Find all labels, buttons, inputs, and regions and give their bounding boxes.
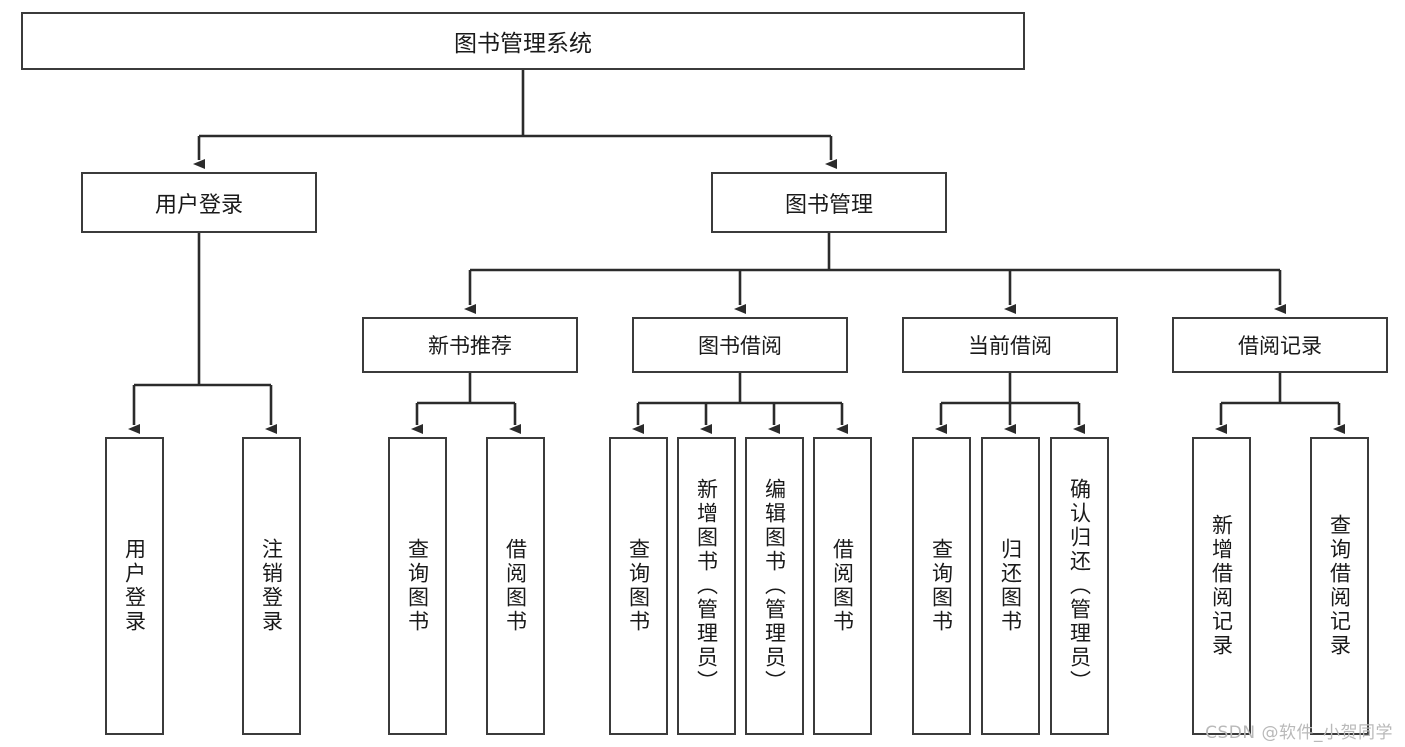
- node-label: 借阅记录: [1238, 334, 1322, 358]
- leaf-current-confirm-return-admin[interactable]: 确认归还（管理员）: [1050, 437, 1109, 735]
- leaf-label: 新增图书（管理员）: [694, 478, 719, 694]
- node-label: 图书管理: [784, 192, 873, 218]
- leaf-record-query-borrow-record[interactable]: 查询借阅记录: [1310, 437, 1369, 735]
- leaf-borrow-add-book-admin[interactable]: 新增图书（管理员）: [677, 437, 736, 735]
- leaf-user-login-signin[interactable]: 用户登录: [105, 437, 164, 735]
- node-label: 当前借阅: [968, 334, 1052, 358]
- node-new-book-recommend[interactable]: 新书推荐: [362, 317, 578, 373]
- leaf-label: 查询借阅记录: [1327, 514, 1352, 658]
- node-label: 新书推荐: [428, 334, 512, 358]
- node-book-management[interactable]: 图书管理: [711, 172, 947, 233]
- node-label: 图书借阅: [698, 334, 782, 358]
- leaf-label: 查询图书: [405, 538, 430, 634]
- leaf-label: 归还图书: [998, 538, 1023, 634]
- watermark-text: CSDN @软件_小贺同学: [1205, 723, 1393, 743]
- node-label: 图书管理系统: [454, 31, 592, 57]
- leaf-label: 新增借阅记录: [1209, 514, 1234, 658]
- node-borrow-record[interactable]: 借阅记录: [1172, 317, 1388, 373]
- leaf-borrow-borrow-book[interactable]: 借阅图书: [813, 437, 872, 735]
- node-user-login[interactable]: 用户登录: [81, 172, 317, 233]
- leaf-borrow-query-book[interactable]: 查询图书: [609, 437, 668, 735]
- node-label: 用户登录: [154, 192, 243, 218]
- node-root-book-management-system[interactable]: 图书管理系统: [21, 12, 1025, 70]
- leaf-label: 查询图书: [626, 538, 651, 634]
- node-current-borrow[interactable]: 当前借阅: [902, 317, 1118, 373]
- leaf-new-book-borrow[interactable]: 借阅图书: [486, 437, 545, 735]
- leaf-current-query-book[interactable]: 查询图书: [912, 437, 971, 735]
- leaf-label: 用户登录: [122, 538, 147, 634]
- leaf-label: 借阅图书: [830, 538, 855, 634]
- leaf-label: 查询图书: [929, 538, 954, 634]
- leaf-label: 注销登录: [259, 538, 284, 634]
- leaf-record-add-borrow-record[interactable]: 新增借阅记录: [1192, 437, 1251, 735]
- leaf-current-return-book[interactable]: 归还图书: [981, 437, 1040, 735]
- leaf-user-login-signout[interactable]: 注销登录: [242, 437, 301, 735]
- leaf-label: 借阅图书: [503, 538, 528, 634]
- leaf-label: 编辑图书（管理员）: [762, 478, 787, 694]
- leaf-label: 确认归还（管理员）: [1067, 478, 1092, 694]
- leaf-new-book-query[interactable]: 查询图书: [388, 437, 447, 735]
- node-book-borrow[interactable]: 图书借阅: [632, 317, 848, 373]
- leaf-borrow-edit-book-admin[interactable]: 编辑图书（管理员）: [745, 437, 804, 735]
